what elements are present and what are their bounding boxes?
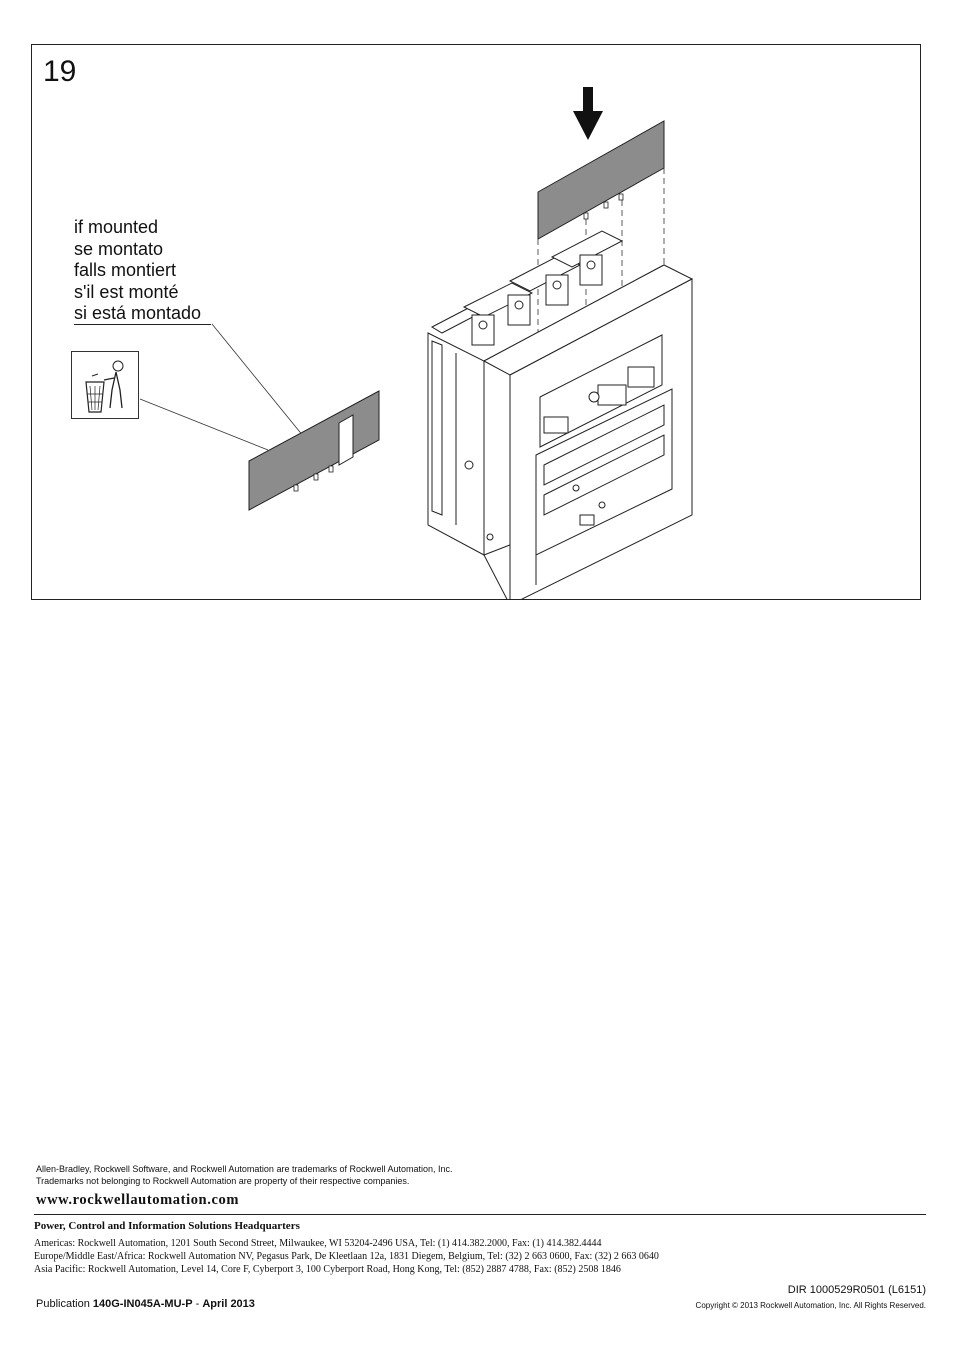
instruction-step-frame: 19 if mounted se montato falls montiert … xyxy=(31,44,921,600)
new-cover-panel xyxy=(537,120,665,240)
address-asia-pacific: Asia Pacific: Rockwell Automation, Level… xyxy=(34,1264,621,1275)
publication-code: 140G-IN045A-MU-P xyxy=(92,1298,193,1310)
trademark-line: Allen-Bradley, Rockwell Software, and Ro… xyxy=(36,1164,453,1174)
publication-prefix: Publication xyxy=(36,1298,90,1310)
callout-leader-line xyxy=(211,323,309,443)
down-arrow-icon xyxy=(573,87,603,140)
copyright-notice: Copyright © 2013 Rockwell Automation, In… xyxy=(695,1301,926,1310)
circuit-breaker-body xyxy=(427,230,694,599)
publication-separator: - xyxy=(195,1298,200,1310)
trademark-notice: Allen-Bradley, Rockwell Software, and Ro… xyxy=(36,1163,453,1187)
callout-line-english: if mounted xyxy=(74,217,159,237)
website-link[interactable]: www.rockwellautomation.com xyxy=(36,1192,240,1208)
address-emea: Europe/Middle East/Africa: Rockwell Auto… xyxy=(34,1251,659,1262)
callout-line-spanish: si está montado xyxy=(74,303,202,323)
callout-line-french: s'il est monté xyxy=(74,281,179,302)
footer-divider xyxy=(34,1214,926,1215)
assembly-illustration xyxy=(139,87,694,599)
trash-leader-line xyxy=(139,398,269,451)
mounted-condition-callout: if mounted se montato falls montiert s'i… xyxy=(74,217,201,325)
publication-date: April 2013 xyxy=(202,1298,255,1310)
document-id: DIR 1000529R0501 (L6151) xyxy=(787,1284,926,1296)
publication-info: Publication 140G-IN045A-MU-P - April 201… xyxy=(36,1298,255,1310)
trash-bin-disposal-icon xyxy=(71,351,139,419)
callout-underline xyxy=(74,324,211,325)
regional-addresses: Americas: Rockwell Automation, 1201 Sout… xyxy=(34,1237,659,1276)
removed-cover-panel xyxy=(248,390,380,511)
address-americas: Americas: Rockwell Automation, 1201 Sout… xyxy=(34,1238,602,1249)
callout-line-german: falls montiert xyxy=(74,260,177,280)
step-number: 19 xyxy=(43,55,77,88)
trademark-line: Trademarks not belonging to Rockwell Aut… xyxy=(36,1176,410,1186)
headquarters-title: Power, Control and Information Solutions… xyxy=(34,1220,300,1232)
callout-line-italian: se montato xyxy=(74,238,164,259)
